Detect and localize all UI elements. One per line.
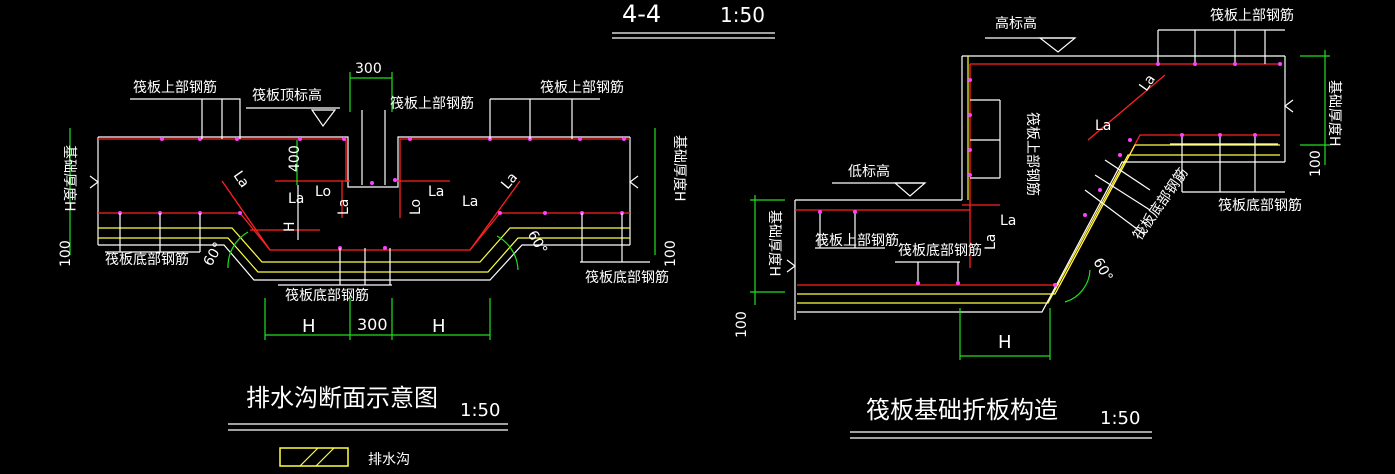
la-4: La xyxy=(336,199,352,215)
dim-100-left: 100 xyxy=(58,240,74,267)
la-2: La xyxy=(1095,118,1111,134)
label-base-thickness-right: 基础厚度H xyxy=(671,135,688,202)
label-top-rebar-low: 筏板上部钢筋 xyxy=(815,232,899,249)
dim-300-top: 300 xyxy=(355,61,382,77)
la-4: La xyxy=(983,234,999,250)
la-1: La xyxy=(230,168,253,191)
rebar-dots-left xyxy=(118,137,626,250)
label-bot-rebar-low: 筏板底部钢筋 xyxy=(898,242,982,259)
dim-400: 400 xyxy=(287,145,303,172)
label-top-rebar-b: 筏板上部钢筋 xyxy=(390,95,474,112)
label-base-thickness-left: 基础厚度H xyxy=(766,210,783,277)
right-caption-scale: 1:50 xyxy=(1100,408,1140,429)
section-4-4-title: 4-4 1:50 xyxy=(612,0,775,39)
label-raft-top-elev: 筏板顶标高 xyxy=(252,87,322,104)
legend-swatch xyxy=(279,447,349,467)
label-bot-rebar-right: 筏板底部钢筋 xyxy=(1218,197,1302,214)
dim-100-right: 100 xyxy=(663,240,679,267)
la-8: La xyxy=(498,170,521,193)
dim-H-vertical: H xyxy=(282,221,298,232)
la-7: La xyxy=(462,194,478,210)
la-6: La xyxy=(428,184,444,200)
dim-100-left: 100 xyxy=(734,311,750,338)
label-low-elev: 低标高 xyxy=(848,163,890,180)
right-caption: 筏板基础折板构造 xyxy=(866,396,1058,424)
drainage-ditch-section: 300 400 筏板顶标高 筏板上部钢筋 筏板上部钢筋 筏板上部钢筋 筏板底部钢… xyxy=(58,61,688,468)
label-base-thickness-left: 基础厚度H xyxy=(61,145,78,212)
label-base-thickness-right: 基础厚度H xyxy=(1326,80,1343,147)
dim-300-bottom: 300 xyxy=(357,315,388,334)
label-bot-rebar-a: 筏板底部钢筋 xyxy=(105,251,189,268)
label-top-rebar-c: 筏板上部钢筋 xyxy=(540,79,624,96)
left-caption-scale: 1:50 xyxy=(460,400,500,421)
rebar-dots-right xyxy=(818,62,1282,287)
label-top-rebar-right: 筏板上部钢筋 xyxy=(1210,7,1294,24)
label-bot-rebar-c: 筏板底部钢筋 xyxy=(585,269,669,286)
angle-60-left: 60° xyxy=(201,240,227,270)
label-top-rebar-a: 筏板上部钢筋 xyxy=(133,79,217,96)
angle-60-right: 60° xyxy=(524,228,550,258)
dim-H: H xyxy=(998,332,1012,353)
dim-H-right: H xyxy=(432,316,446,337)
angle-60: 60° xyxy=(1089,255,1115,285)
la-2: La xyxy=(288,191,304,207)
la-1: La xyxy=(1136,72,1159,95)
la-3: La xyxy=(1000,213,1016,229)
section-4-4-scale: 1:50 xyxy=(720,3,765,27)
section-4-4-label: 4-4 xyxy=(622,0,661,28)
dim-100-right: 100 xyxy=(1308,150,1324,177)
label-high-elev: 高标高 xyxy=(995,15,1037,32)
label-bot-rebar-b: 筏板底部钢筋 xyxy=(285,287,369,304)
raft-folded-slab-detail: 高标高 低标高 筏板上部钢筋 筏板上部钢筋 筏板上部钢筋 筏板底部钢筋 筏板底部… xyxy=(734,7,1343,439)
la-5: Lo xyxy=(408,199,424,215)
label-bot-rebar-diagonal: 筏板底部钢筋 xyxy=(1129,165,1191,244)
la-3: Lo xyxy=(315,184,331,200)
dim-H-left: H xyxy=(302,316,316,337)
legend-label: 排水沟 xyxy=(368,452,410,468)
left-caption: 排水沟断面示意图 xyxy=(246,384,438,412)
label-top-rebar-vertical: 筏板上部钢筋 xyxy=(1024,112,1041,196)
